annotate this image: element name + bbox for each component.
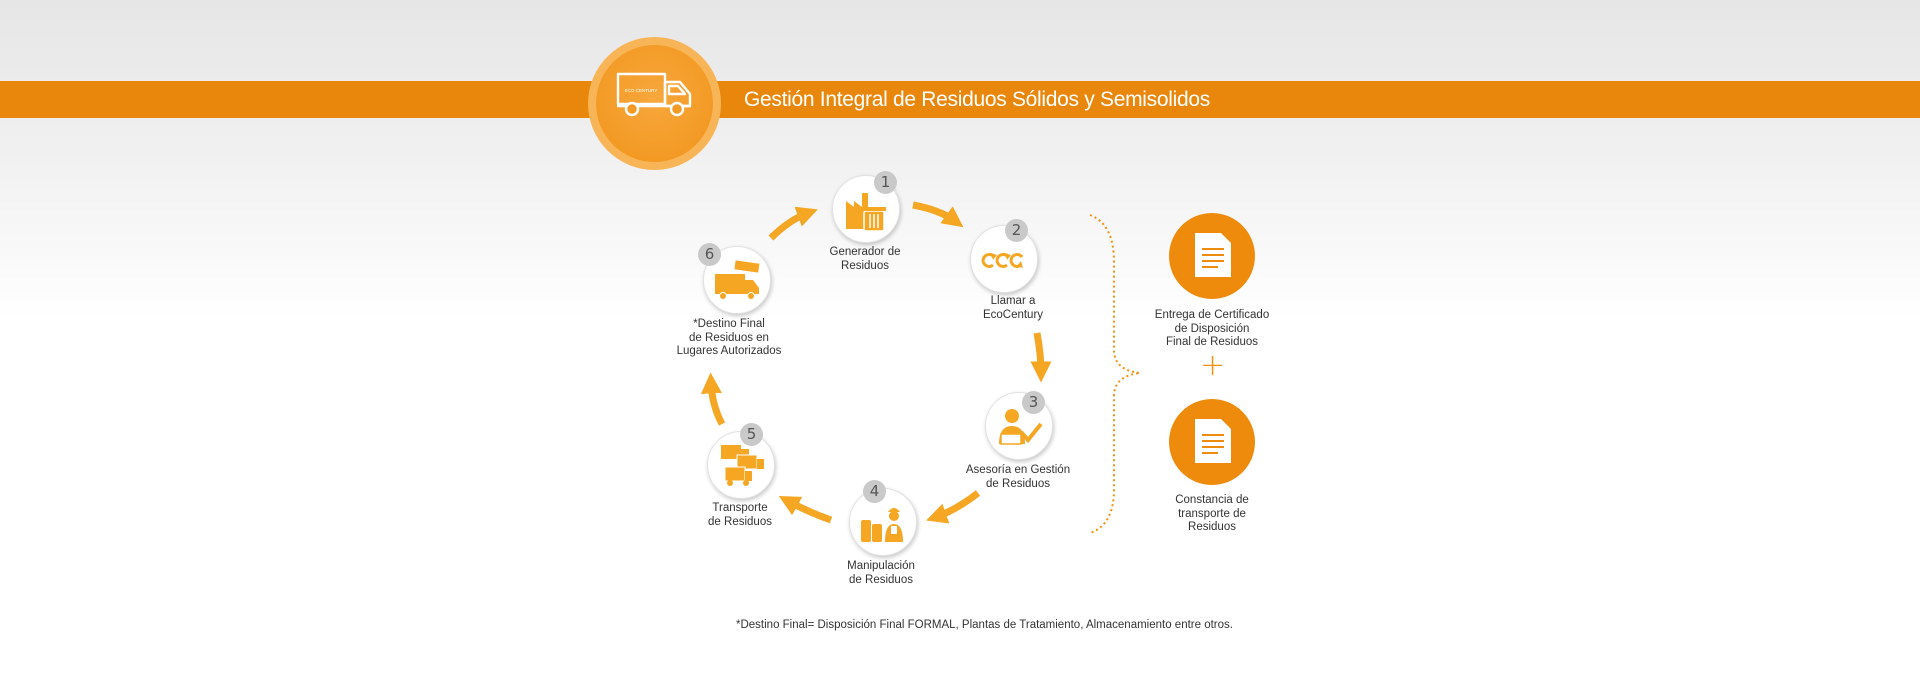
document-icon [1195,419,1231,463]
arrow-2-to-3 [1030,332,1052,383]
brace-bracket [1089,214,1141,534]
footnote: *Destino Final= Disposición Final FORMAL… [736,619,1233,631]
transport-record-circle [1169,399,1255,485]
step-2-number: 2 [1005,219,1028,242]
step-3-number: 3 [1022,391,1045,414]
worker-containers-icon [861,508,903,542]
page-title: Gestión Integral de Residuos Sólidos y S… [744,88,1210,111]
truck-fleet-icon [721,445,764,486]
arrow-6-to-1 [768,206,818,241]
plus-sign: + [1200,348,1226,383]
step-1-number: 1 [874,171,897,194]
step-5-number: 5 [740,423,763,446]
advisor-check-icon [999,409,1043,445]
step-6-number: 6 [698,243,721,266]
factory-trash-icon [846,193,886,232]
arrow-3-to-4 [926,490,981,524]
truck-destination-icon [715,260,760,300]
arrow-5-to-6 [700,372,726,426]
arrow-4-to-5 [778,495,833,524]
recycle-cycle-icon [981,252,1024,268]
header-banner [0,81,1920,118]
step-2-node [970,225,1038,293]
step-5-node [707,431,775,499]
certificate-circle [1169,213,1255,299]
truck-brand-text: ECO CENTURY [625,88,658,93]
step-4-number: 4 [863,480,886,503]
delivery-truck-icon: ECO CENTURY [616,72,692,117]
arrow-1-to-2 [912,201,964,228]
truck-badge: ECO CENTURY [588,37,721,170]
document-icon [1195,233,1231,277]
